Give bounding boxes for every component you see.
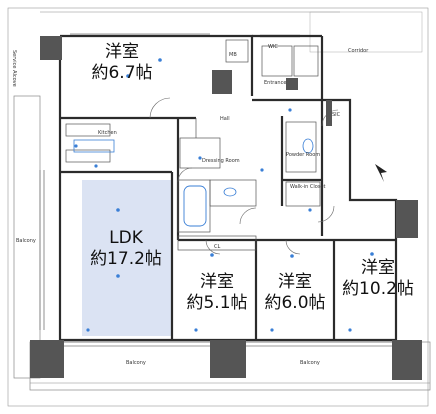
western-room-4-label: 洋室 約10.2帖 [336,258,420,301]
room-size: 約6.0帖 [264,293,326,314]
cl-label: CL [214,244,221,250]
bathtub [183,185,207,227]
structural-columns [30,36,422,380]
balcony-left-label: Balcony [16,238,36,244]
ldk-label: LDK 約17.2帖 [80,228,172,271]
balcony-bottom-2-label: Balcony [300,360,320,366]
kitchen-label: Kitchen [98,130,117,136]
fixture-markers [74,58,374,332]
powder-room-label: Powder Room [286,152,321,158]
western-room-1-label: 洋室 約6.7帖 [82,42,162,85]
toilet [302,138,314,154]
ldk-floor [82,180,172,336]
north-arrow-icon [375,164,387,182]
room-size: 約6.7帖 [91,63,153,84]
service-alcove-label: Service Alcove [11,50,17,87]
balcony-bottom-1-label: Balcony [126,360,146,366]
room-size: 約5.1帖 [186,293,248,314]
dressing-room-label: Dressing Room [202,158,240,164]
room-name: 洋室 [200,272,234,292]
entrance-label: Entrance [264,80,287,86]
wic-label: WIC [268,44,278,50]
room-size: 約10.2帖 [342,279,414,300]
western-room-2-label: 洋室 約5.1帖 [180,272,254,315]
room-name: 洋室 [105,42,139,62]
western-room-3-label: 洋室 約6.0帖 [258,272,332,315]
corridor-strip [309,11,423,53]
outer-boundary [7,7,429,407]
balcony-outline-left [13,95,41,379]
inner-lines [65,39,321,251]
walk-in-closet-label: Walk-in Closet [290,184,326,190]
washbasin [223,187,237,197]
hall-label: Hall [220,116,230,122]
corridor-label: Corridor [348,48,369,54]
windows [39,33,392,347]
kitchen-island [73,139,115,153]
room-size: 約17.2帖 [90,249,162,270]
sic-label: SIC [332,112,341,118]
room-name: LDK [109,228,143,248]
room-name: 洋室 [361,258,395,278]
room-name: 洋室 [278,272,312,292]
mb-label: MB [229,52,237,58]
